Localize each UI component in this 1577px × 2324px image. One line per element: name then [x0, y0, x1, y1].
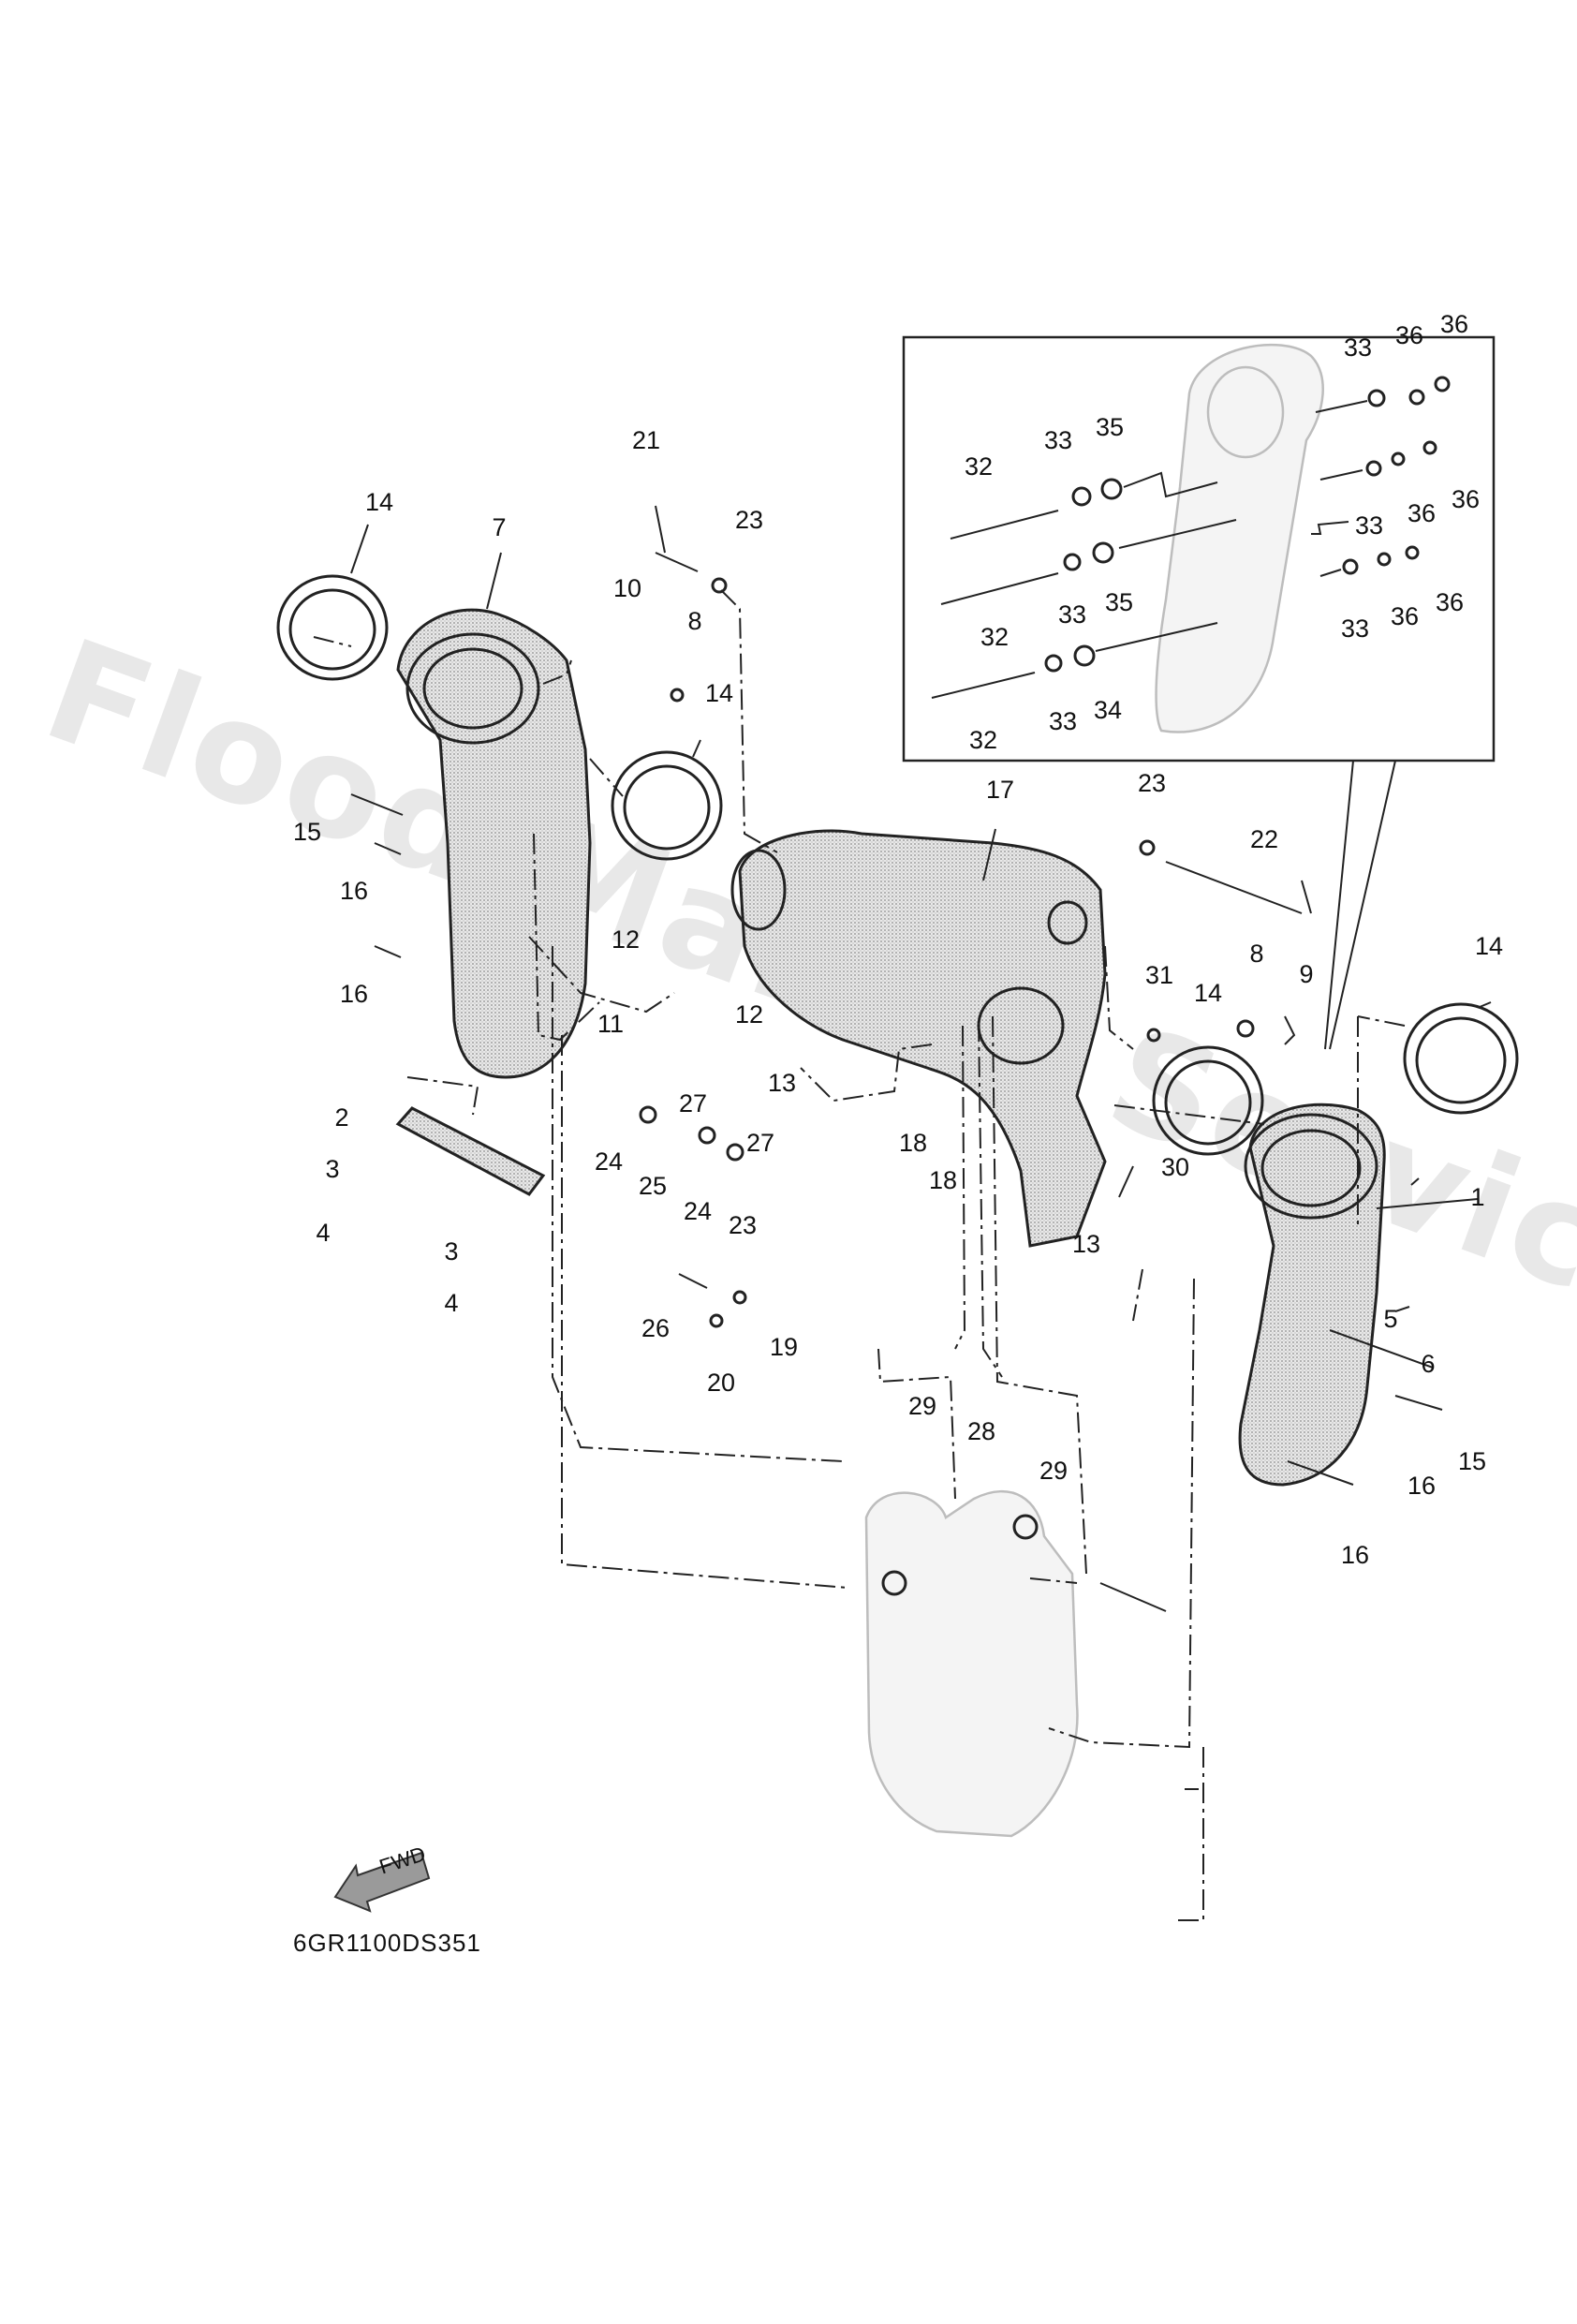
washer-icon: [1071, 486, 1092, 507]
label-part-13b: 13: [1072, 1230, 1100, 1258]
label-part-22: 22: [1250, 825, 1278, 853]
label-part-31: 31: [1145, 961, 1173, 989]
label-part-36c: 36: [1408, 499, 1436, 527]
ring-14-right-middle: [1152, 1045, 1264, 1156]
label-part-27b: 27: [746, 1129, 774, 1157]
label-part-16c: 16: [1408, 1472, 1436, 1500]
label-part-26: 26: [641, 1314, 670, 1342]
label-part-14c: 14: [1194, 979, 1222, 1007]
label-part-23b: 23: [1138, 769, 1166, 797]
label-part-7: 7: [492, 513, 506, 541]
label-part-16b: 16: [340, 980, 368, 1008]
inset-pointer-line: [1324, 760, 1354, 1050]
inset-pointer-line-2: [1329, 760, 1396, 1050]
reference-lines: [313, 524, 1492, 1921]
label-part-4a: 4: [316, 1219, 330, 1247]
label-part-11: 11: [597, 1010, 624, 1038]
label-part-23c: 23: [729, 1211, 757, 1239]
label-part-16d: 16: [1341, 1541, 1369, 1569]
label-part-8b: 8: [1249, 940, 1263, 968]
label-part-14a: 14: [365, 488, 393, 516]
ring-14-upper-left: [276, 574, 389, 681]
label-part-19: 19: [770, 1333, 798, 1361]
label-part-34: 34: [1094, 696, 1122, 724]
label-part-33e: 33: [1355, 511, 1383, 540]
label-part-23a: 23: [735, 506, 763, 534]
label-part-32c: 32: [969, 726, 997, 754]
label-part-6: 6: [1421, 1350, 1435, 1378]
label-part-15a: 15: [293, 818, 321, 846]
left-bracket-bore: [405, 632, 540, 745]
right-bracket-part: [1238, 1103, 1386, 1487]
label-part-21: 21: [632, 426, 660, 454]
label-part-36d: 36: [1452, 485, 1480, 513]
label-part-3a: 3: [325, 1155, 339, 1183]
label-part-8a: 8: [687, 607, 701, 635]
detail-inset-box: [902, 335, 1496, 762]
label-part-13a: 13: [768, 1069, 796, 1097]
plate-part: [395, 1106, 546, 1196]
label-part-29a: 29: [908, 1392, 936, 1420]
inset-bolts: [931, 376, 1451, 699]
ring-14-middle: [611, 750, 723, 861]
label-part-12b: 12: [735, 1000, 763, 1029]
label-part-18b: 18: [929, 1166, 957, 1194]
left-bracket-part: [396, 608, 592, 1079]
label-part-36f: 36: [1436, 588, 1464, 616]
label-part-33f: 33: [1341, 614, 1369, 643]
label-part-28: 28: [967, 1417, 995, 1445]
label-part-14b: 14: [705, 679, 733, 707]
label-part-36a: 36: [1395, 321, 1423, 349]
label-part-33d: 33: [1344, 333, 1372, 362]
label-part-27a: 27: [679, 1089, 707, 1118]
label-part-29b: 29: [1039, 1457, 1068, 1485]
part-labels: 1 2 3 3 4 4 5 6 7 8 8 9 10 11 12 12 13 1…: [293, 310, 1503, 1569]
label-part-35b: 35: [1105, 588, 1133, 616]
small-fasteners: [350, 505, 1443, 1612]
label-part-10: 10: [613, 574, 641, 602]
fwd-arrow-icon: FWD: [333, 1842, 431, 1913]
label-part-2: 2: [334, 1103, 348, 1132]
label-part-20: 20: [707, 1369, 735, 1397]
inset-bracket-ghost: [1155, 344, 1324, 733]
label-part-32a: 32: [965, 452, 993, 481]
label-part-1: 1: [1470, 1183, 1484, 1211]
center-swivel-part: [738, 829, 1107, 1248]
label-part-24a: 24: [595, 1147, 623, 1176]
label-part-36e: 36: [1391, 602, 1419, 630]
label-part-5: 5: [1383, 1305, 1397, 1333]
label-part-33c: 33: [1049, 707, 1077, 735]
diagram-code: 6GR1100DS351: [293, 1929, 481, 1957]
label-part-24b: 24: [684, 1197, 712, 1225]
label-part-25: 25: [639, 1172, 667, 1200]
lower-assembly-ghost: [864, 1489, 1079, 1838]
label-part-36b: 36: [1440, 310, 1468, 338]
label-part-18a: 18: [899, 1129, 927, 1157]
inset-bracket-bore: [1206, 365, 1285, 459]
label-part-33a: 33: [1044, 426, 1072, 454]
label-part-15b: 15: [1458, 1447, 1486, 1475]
label-part-35a: 35: [1096, 413, 1124, 441]
label-part-4b: 4: [444, 1289, 458, 1317]
label-part-17: 17: [986, 776, 1014, 804]
label-part-14d: 14: [1475, 932, 1503, 960]
label-part-33b: 33: [1058, 600, 1086, 629]
ring-14-far-right: [1403, 1002, 1519, 1115]
label-part-3b: 3: [444, 1237, 458, 1266]
label-part-32b: 32: [980, 623, 1009, 651]
label-part-16a: 16: [340, 877, 368, 905]
label-part-9: 9: [1299, 960, 1313, 988]
label-part-12a: 12: [612, 925, 640, 954]
label-part-30: 30: [1161, 1153, 1189, 1181]
